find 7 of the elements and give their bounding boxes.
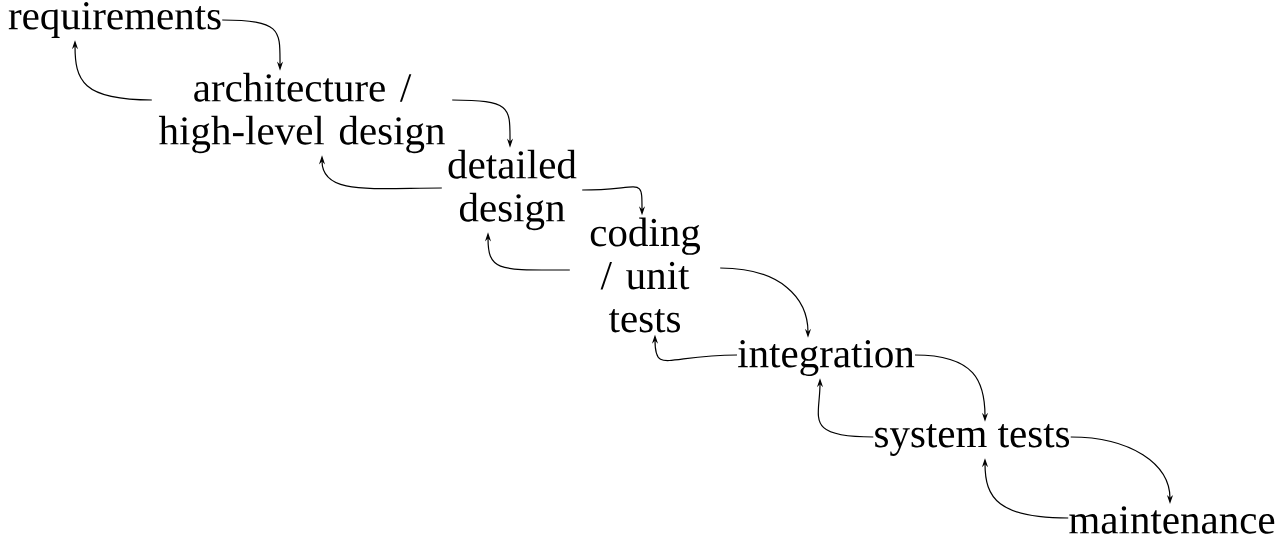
stage-label: detailed design	[448, 149, 577, 231]
stage-label: integration	[738, 340, 915, 376]
stage-label: coding / unit tests	[590, 217, 701, 333]
stage-label: architecture / high-level design	[158, 72, 445, 154]
stage-label: system tests	[875, 424, 1070, 456]
stage-label: requirements	[8, 2, 221, 38]
stage-label: maintenance	[1069, 506, 1275, 534]
